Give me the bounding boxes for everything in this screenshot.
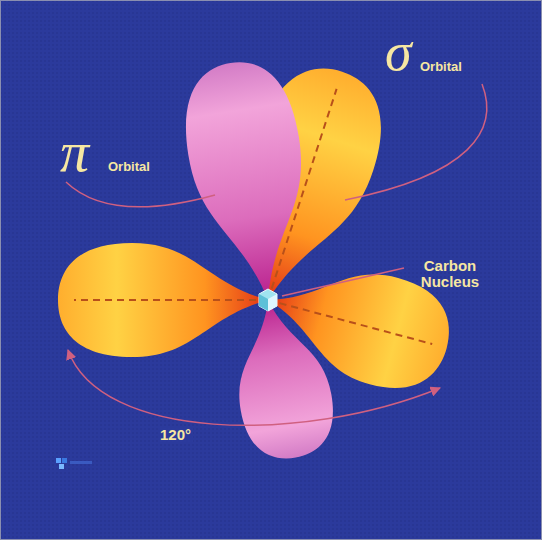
leader-line [345,84,487,200]
pi-lobe [223,292,341,466]
orbital-label: Orbital [108,160,150,174]
orbital-symbol: π [60,122,89,183]
sigma-lobe [58,243,268,357]
angle-label: 120° [158,427,193,443]
carbon-nucleus [259,289,277,311]
leader-line [282,268,404,296]
nucleus-label: Carbon Nucleus [395,258,505,290]
logo-mark [56,458,92,469]
leader-line [66,182,215,207]
angle-arc [68,350,440,425]
orbital-symbol: σ [385,24,412,81]
orbital-label: Orbital [420,60,462,74]
